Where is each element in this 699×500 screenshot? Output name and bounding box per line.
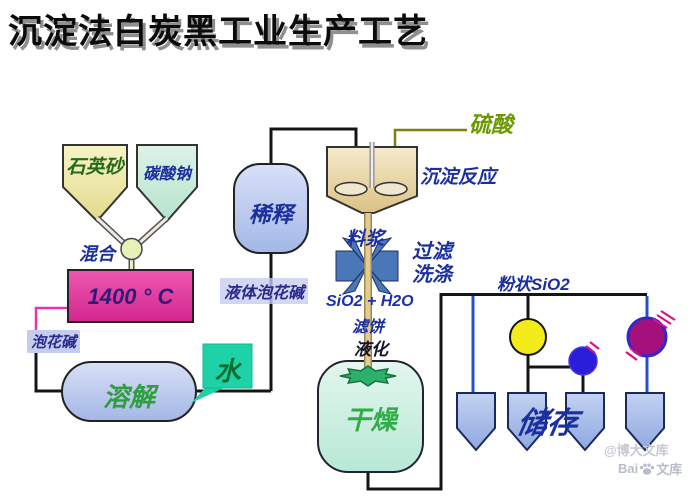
stirrer-paddle-right xyxy=(374,181,408,197)
watermark-brand-prefix: Bai xyxy=(618,461,639,476)
drying-label: 干燥 xyxy=(344,405,397,435)
pipe-sodium-silicate-to-dissolve xyxy=(34,351,63,393)
storage-hopper-2 xyxy=(507,392,547,452)
precipitation-reaction-label: 沉淀反应 xyxy=(420,167,497,188)
sodium-carbonate-hopper xyxy=(136,144,198,223)
storage-hopper-4 xyxy=(625,392,665,452)
mixing-junction xyxy=(120,237,143,261)
magenta-granulator-unit xyxy=(626,316,668,358)
filtration-label: 过滤 xyxy=(412,241,452,263)
filter-cake-label: 滤饼 xyxy=(352,319,385,336)
sodium-silicate-label: 泡花碱 xyxy=(27,330,81,353)
dissolve-label: 溶解 xyxy=(102,382,155,412)
watermark-credit: @博大文库 xyxy=(604,443,669,458)
water-label: 水 xyxy=(214,356,241,386)
page-title: 沉淀法白炭黑工业生产工艺 xyxy=(8,13,428,51)
dilution-label: 稀释 xyxy=(248,202,293,227)
water-box xyxy=(202,343,253,389)
storage-hoppers xyxy=(456,392,665,452)
quartz-sand-hopper xyxy=(62,144,128,223)
water-callout-tail xyxy=(191,387,226,403)
pipe-dilution-to-reactor xyxy=(269,127,358,165)
furnace-temp-label: 1400 ° C xyxy=(87,284,174,309)
powder-sio2-label: 粉状SiO2 xyxy=(497,275,570,294)
soda-feed-tube xyxy=(134,216,169,248)
filter-valve-icon xyxy=(335,237,399,295)
pipe-furnace-to-sodium-silicate xyxy=(34,306,68,332)
liquid-sodium-silicate-label: 液体泡花碱 xyxy=(220,278,309,304)
blue-mill-unit xyxy=(568,346,598,376)
slurry-label: 料浆 xyxy=(346,229,385,250)
yellow-cyclone-unit xyxy=(509,318,547,356)
sodium-carbonate-label: 碳酸钠 xyxy=(142,166,191,183)
watermark-brand: Bai 文库 xyxy=(618,459,682,478)
stirrer-paddle-left xyxy=(334,181,368,197)
dilution-vessel xyxy=(233,163,309,254)
watermark-brand-suffix: 文库 xyxy=(656,462,683,477)
storage-hopper-3 xyxy=(565,392,605,452)
dissolve-vessel xyxy=(61,361,197,422)
furnace-box xyxy=(67,269,194,323)
quartz-sand-label: 石英砂 xyxy=(66,157,124,178)
sio2-h2o-label: SiO2 + H2O xyxy=(326,293,414,310)
pipe-dryer-to-powder-header xyxy=(366,293,647,491)
unit-rotated-marks xyxy=(585,310,676,361)
liquefaction-label: 液化 xyxy=(354,340,388,359)
sulfuric-acid-label: 硫酸 xyxy=(469,112,514,137)
washing-label: 洗涤 xyxy=(412,264,452,286)
quartz-feed-tube xyxy=(95,216,129,248)
storage-hopper-1 xyxy=(456,392,496,452)
storage-label: 储存 xyxy=(514,407,581,440)
dryer-inlet-starburst-icon xyxy=(339,365,397,387)
mixing-label: 混合 xyxy=(79,244,115,264)
paw-icon xyxy=(640,463,655,475)
